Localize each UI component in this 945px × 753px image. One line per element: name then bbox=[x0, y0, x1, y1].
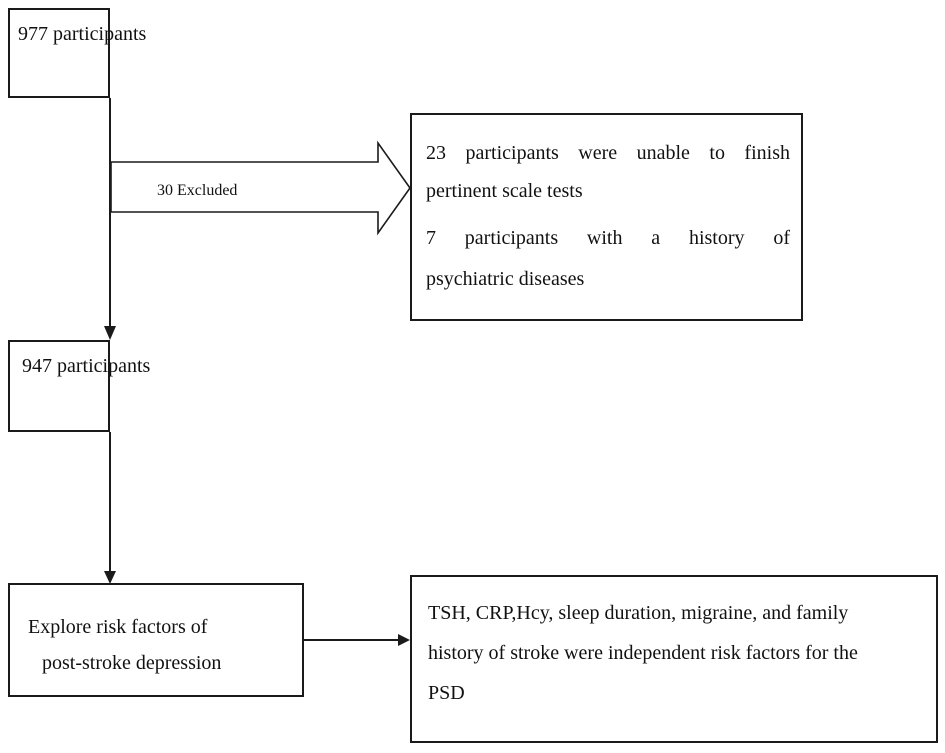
remaining-participants-text: 947 participants bbox=[22, 355, 151, 377]
exclusion-reason-line: 7 participants with a history of bbox=[426, 227, 790, 249]
start-participants-text: 977 participants bbox=[18, 23, 147, 45]
exclusion-reasons-box: 23 participants were unable to finish pe… bbox=[410, 113, 803, 321]
exclusion-reason-line: 23 participants were unable to finish bbox=[426, 142, 790, 164]
remaining-participants-box: 947 participants bbox=[8, 340, 150, 432]
analysis-line: post-stroke depression bbox=[42, 652, 222, 674]
arrowhead-to-result bbox=[398, 634, 410, 646]
analysis-line: Explore risk factors of bbox=[28, 616, 208, 638]
exclusion-reason-line: psychiatric diseases bbox=[426, 268, 585, 290]
start-participants-box: 977 participants bbox=[8, 8, 146, 98]
result-box: TSH, CRP,Hcy, sleep duration, migraine, … bbox=[410, 575, 938, 743]
exclusion-reason-line: pertinent scale tests bbox=[426, 180, 583, 202]
result-line: TSH, CRP,Hcy, sleep duration, migraine, … bbox=[428, 602, 849, 624]
arrowhead-to-analysis bbox=[104, 571, 116, 584]
analysis-box: Explore risk factors of post-stroke depr… bbox=[8, 583, 304, 697]
exclusion-block-arrow bbox=[110, 140, 411, 236]
excluded-count-label: 30 Excluded bbox=[157, 182, 238, 199]
result-line: history of stroke were independent risk … bbox=[428, 642, 858, 664]
result-line: PSD bbox=[428, 682, 465, 704]
arrowhead-to-remaining bbox=[104, 326, 116, 340]
